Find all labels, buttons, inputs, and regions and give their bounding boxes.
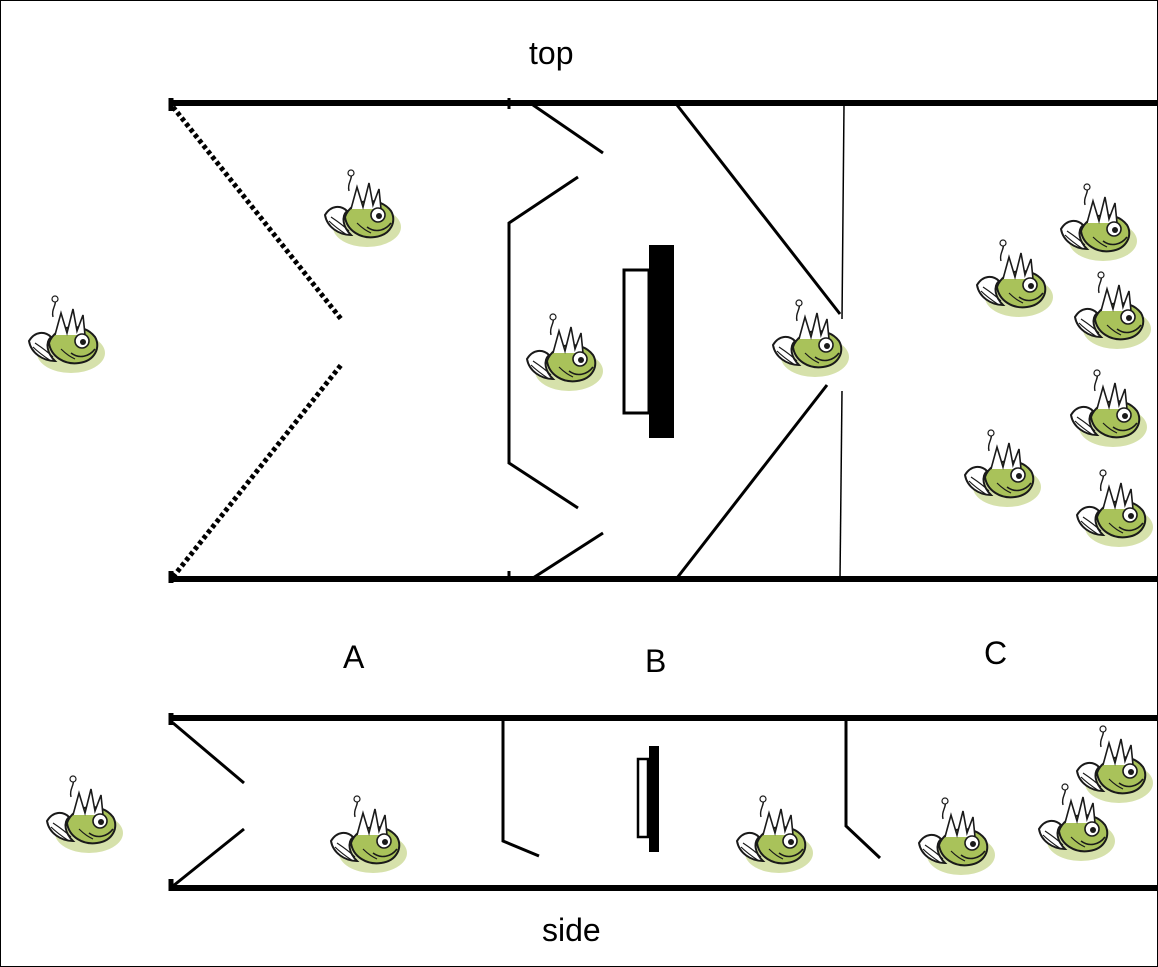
fish-icon (526, 313, 604, 392)
fish-icon (46, 775, 124, 854)
fish-icon (1076, 469, 1154, 548)
label-top: top (529, 35, 574, 71)
label-section-b: B (645, 643, 667, 679)
fish-icon (324, 169, 402, 248)
label-section-c: C (984, 635, 1008, 671)
fish-icon (918, 797, 996, 876)
fish-icon (28, 295, 106, 374)
fish-icon (964, 429, 1042, 508)
label-section-a: A (343, 639, 365, 675)
side-view-trap (168, 713, 1157, 891)
label-side: side (542, 912, 601, 948)
fish-icon (330, 795, 408, 874)
fish-icon (1070, 369, 1148, 448)
fish-icon (976, 239, 1054, 318)
fish-icon (1076, 725, 1154, 804)
top-view-trap (168, 98, 1157, 583)
fish-icon (736, 795, 814, 874)
fish-icon (1060, 183, 1138, 262)
fish-icon (1074, 271, 1152, 350)
